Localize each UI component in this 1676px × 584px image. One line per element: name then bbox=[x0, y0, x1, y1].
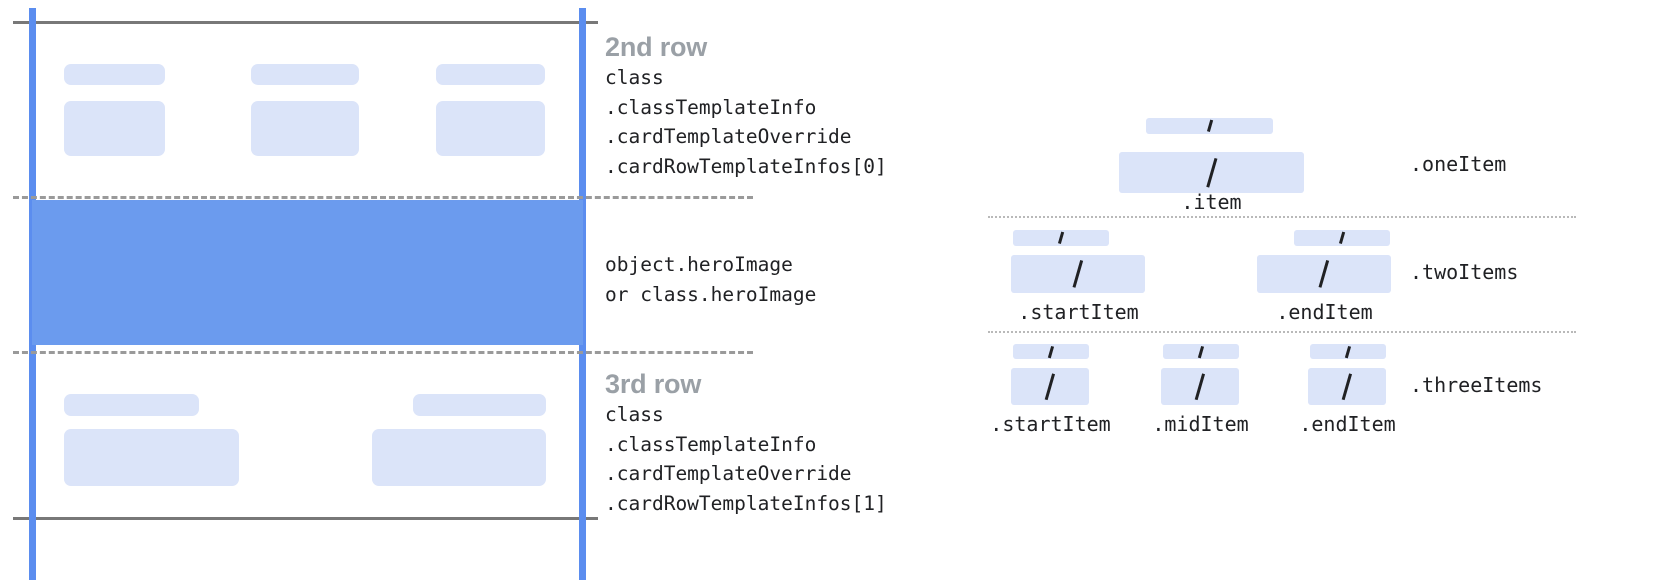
item-bar bbox=[1310, 344, 1386, 359]
slash-icon bbox=[1318, 260, 1330, 288]
group-label-three-items: .threeItems bbox=[1410, 373, 1543, 397]
slash-icon bbox=[1338, 231, 1346, 245]
second-row-code: class .classTemplateInfo .cardTemplateOv… bbox=[605, 66, 887, 178]
slash-icon bbox=[1206, 119, 1213, 133]
item-box bbox=[1257, 255, 1391, 293]
row-separator-bottom bbox=[13, 351, 753, 354]
card-row-diagram: 2nd row class .classTemplateInfo .cardTe… bbox=[0, 0, 887, 584]
hero-image-annotation: object.heroImage or class.heroImage bbox=[605, 250, 816, 309]
group-label-one-item: .oneItem bbox=[1410, 152, 1507, 176]
item-bar bbox=[1013, 344, 1089, 359]
third-row-annotation: 3rd row class .classTemplateInfo .cardTe… bbox=[605, 368, 887, 518]
third-row-code: class .classTemplateInfo .cardTemplateOv… bbox=[605, 403, 887, 515]
group-separator-2 bbox=[988, 331, 1576, 333]
placeholder-bar bbox=[436, 64, 545, 85]
placeholder-bar bbox=[251, 64, 359, 85]
second-row-annotation: 2nd row class .classTemplateInfo .cardTe… bbox=[605, 31, 887, 181]
slash-icon bbox=[1341, 372, 1353, 401]
slash-icon bbox=[1072, 260, 1084, 288]
slash-icon bbox=[1044, 372, 1056, 401]
placeholder-box bbox=[64, 429, 239, 486]
item-box bbox=[1119, 152, 1304, 193]
placeholder-bar bbox=[413, 394, 546, 416]
slash-icon bbox=[1205, 157, 1218, 188]
group-separator-1 bbox=[988, 216, 1576, 218]
item-bar bbox=[1294, 230, 1390, 246]
placeholder-box bbox=[251, 101, 359, 156]
hero-image-code: object.heroImage or class.heroImage bbox=[605, 253, 817, 306]
placeholder-box bbox=[64, 101, 165, 156]
item-bar bbox=[1163, 344, 1239, 359]
hero-image-band bbox=[32, 200, 583, 345]
placeholder-box bbox=[436, 101, 545, 156]
slash-icon bbox=[1194, 372, 1206, 401]
item-label: .startItem bbox=[990, 412, 1111, 436]
item-bar bbox=[1146, 118, 1273, 134]
placeholder-bar bbox=[64, 394, 199, 416]
item-label: .midItem bbox=[1152, 412, 1249, 436]
placeholder-bar bbox=[64, 64, 165, 85]
card-top-rule bbox=[13, 21, 598, 24]
slash-icon bbox=[1057, 231, 1065, 245]
slash-icon bbox=[1197, 345, 1205, 358]
third-row-title: 3rd row bbox=[605, 369, 702, 399]
group-label-two-items: .twoItems bbox=[1410, 260, 1519, 284]
placeholder-box bbox=[372, 429, 546, 486]
card-bottom-rule bbox=[13, 517, 598, 520]
item-label: .startItem bbox=[1018, 300, 1139, 324]
slash-icon bbox=[1344, 345, 1352, 358]
item-label: .endItem bbox=[1299, 412, 1396, 436]
item-label: .item bbox=[1181, 190, 1242, 214]
item-label: .endItem bbox=[1276, 300, 1373, 324]
slash-icon bbox=[1047, 345, 1055, 358]
item-box bbox=[1011, 368, 1089, 405]
item-box bbox=[1011, 255, 1145, 293]
row-separator-top bbox=[13, 196, 753, 199]
item-layout-diagram: .item .oneItem .startItem .endItem .twoI… bbox=[960, 0, 1676, 584]
item-bar bbox=[1013, 230, 1109, 246]
item-box bbox=[1308, 368, 1386, 405]
second-row-title: 2nd row bbox=[605, 32, 708, 62]
item-box bbox=[1161, 368, 1239, 405]
